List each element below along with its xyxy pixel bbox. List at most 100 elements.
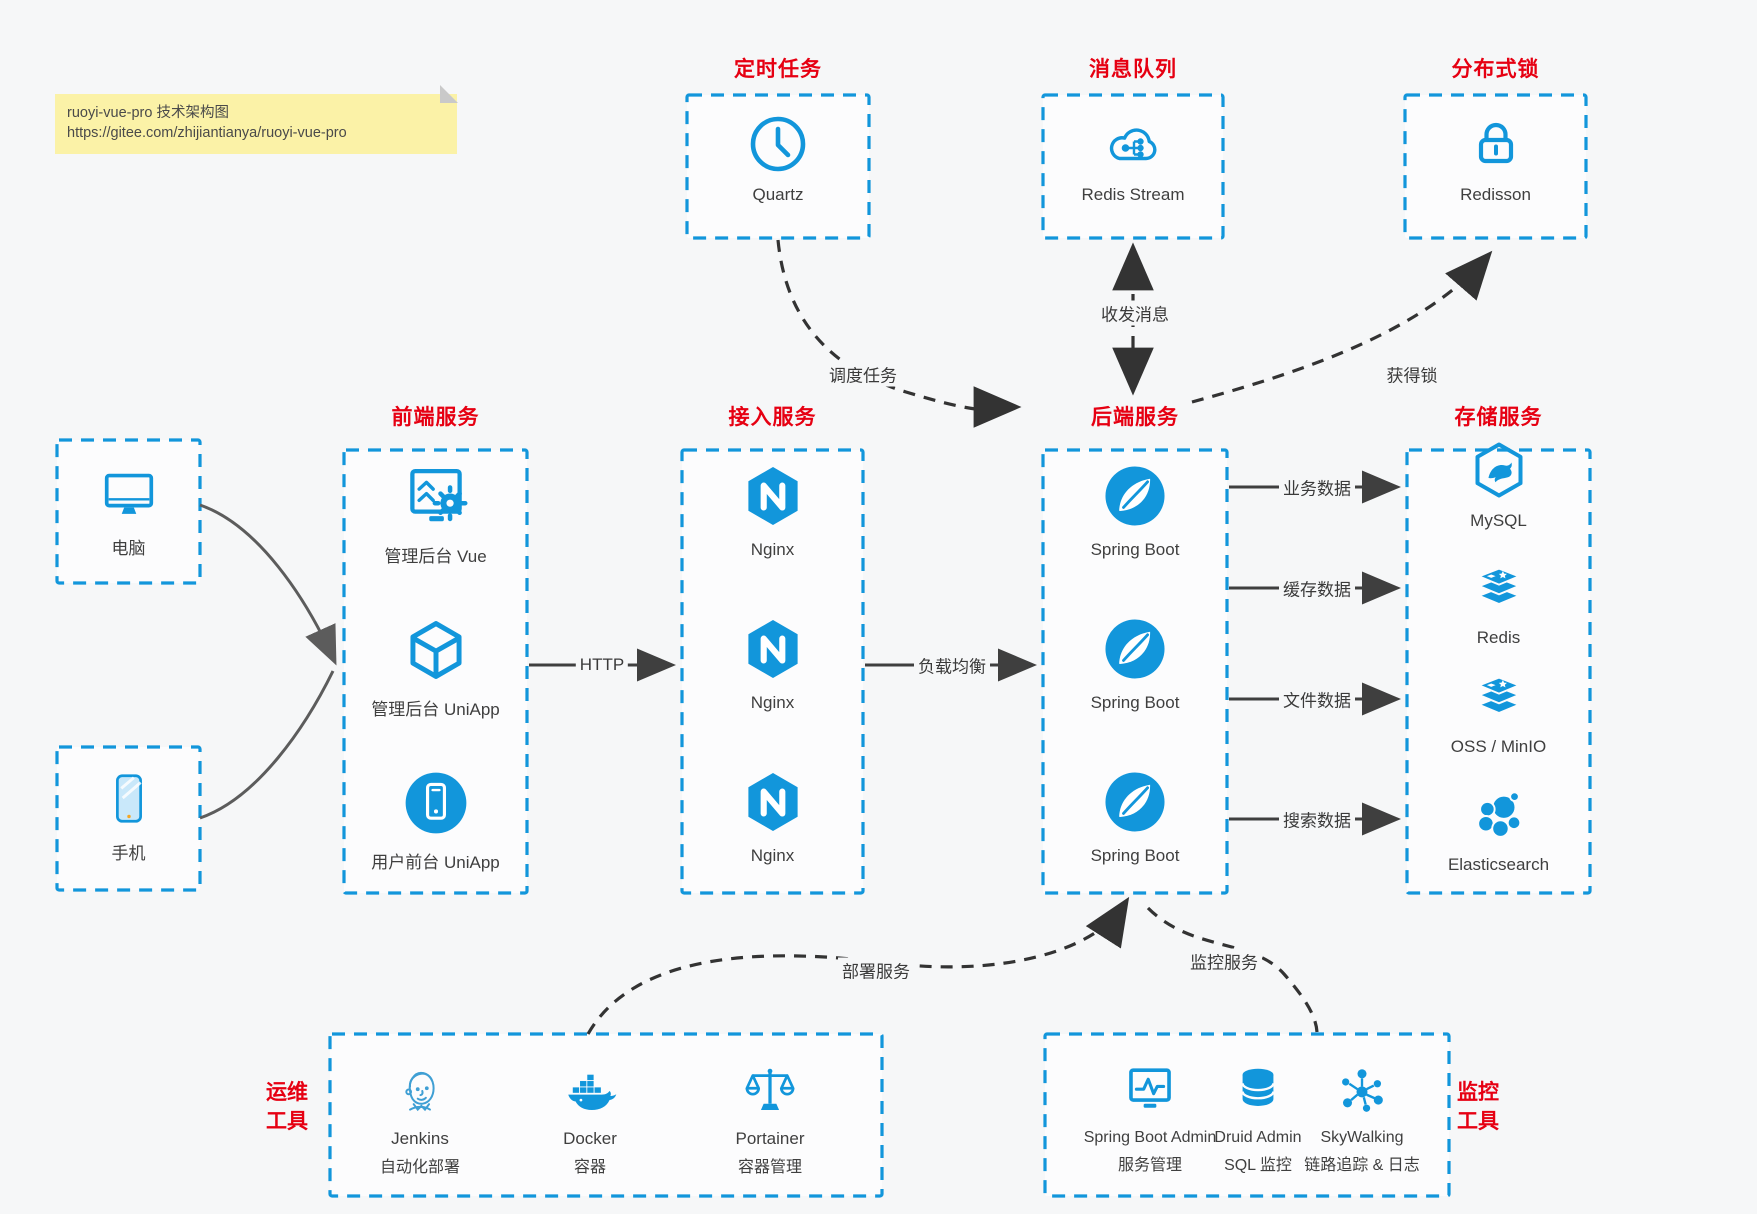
group-title-storage: 存储服务	[1454, 406, 1543, 429]
edge-label-http: HTTP	[575, 655, 629, 675]
jenkins-icon	[391, 1062, 449, 1120]
edge-label-lock: 获得锁	[1382, 361, 1442, 387]
nginx-icon	[738, 614, 808, 684]
node-label: 电脑	[111, 539, 146, 558]
node-admin-vue: 管理后台 Vue	[344, 461, 527, 567]
node-admin-uniapp: 管理后台 UniApp	[344, 614, 527, 720]
node-label: Nginx	[750, 540, 795, 559]
side-label-line: 工具	[266, 1110, 308, 1133]
node-redisson: Redisson	[1405, 112, 1586, 205]
nginx-icon	[738, 767, 808, 837]
skywalking-icon	[1333, 1062, 1391, 1120]
group-title-backend: 后端服务	[1091, 406, 1179, 429]
get-lock-curve	[1191, 250, 1493, 404]
note-fold-corner	[440, 85, 458, 103]
node-sublabel: 容器	[573, 1159, 606, 1176]
node-spring-boot-3: Spring Boot	[1043, 767, 1227, 866]
edge-label-monitor: 监控服务	[1186, 948, 1262, 974]
edge-label-deploy: 部署服务	[838, 957, 914, 983]
docker-icon	[561, 1062, 619, 1120]
node-label: Druid Admin	[1214, 1129, 1302, 1146]
redis-icon	[1468, 666, 1530, 728]
user-app-icon	[400, 767, 472, 839]
node-sublabel: SQL 监控	[1224, 1157, 1292, 1174]
edge-label-load-balance: 负载均衡	[914, 652, 990, 678]
node-label: Nginx	[750, 693, 795, 712]
node-spring-boot-1: Spring Boot	[1043, 461, 1227, 560]
sticky-note: ruoyi-vue-pro 技术架构图 https://gitee.com/zh…	[55, 85, 458, 154]
node-label: Elasticsearch	[1447, 855, 1550, 874]
redis-icon	[1468, 557, 1530, 619]
edge-label-message: 收发消息	[1097, 300, 1173, 326]
quartz-box	[685, 93, 871, 240]
node-pc-client: 电脑	[57, 463, 200, 559]
redis-stream-box	[1041, 93, 1225, 240]
group-title-scheduled-tasks: 定时任务	[734, 58, 822, 81]
node-sublabel: 自动化部署	[379, 1159, 460, 1176]
clock-icon	[746, 112, 810, 176]
node-portainer: Portainer 容器管理	[685, 1062, 855, 1177]
node-label: Quartz	[752, 185, 804, 204]
node-label: MySQL	[1470, 511, 1527, 530]
node-label: Docker	[563, 1129, 617, 1148]
desktop-icon	[98, 463, 160, 525]
ops-tools-side-label: 运维 工具	[250, 1078, 324, 1136]
spring-boot-admin-icon	[1121, 1062, 1179, 1120]
edge-label-file-data: 文件数据	[1279, 686, 1355, 712]
node-docker: Docker 容器	[505, 1062, 675, 1177]
spring-boot-icon	[1100, 614, 1170, 684]
node-label: Spring Boot	[1090, 693, 1180, 712]
node-label: OSS / MinIO	[1450, 737, 1547, 756]
edge-label-schedule: 调度任务	[825, 361, 901, 387]
node-label: Jenkins	[391, 1129, 449, 1148]
ops-tools-box	[328, 1032, 884, 1198]
spring-boot-icon	[1100, 767, 1170, 837]
mysql-icon	[1467, 438, 1531, 502]
side-label-line: 运维	[266, 1081, 308, 1104]
monitor-service-curve	[1146, 906, 1319, 1033]
lock-icon	[1464, 112, 1528, 176]
node-label: Portainer	[735, 1129, 805, 1148]
node-label: Redisson	[1460, 185, 1531, 204]
edge-label-cache-data: 缓存数据	[1279, 575, 1355, 601]
node-spring-boot-admin: Spring Boot Admin 服务管理	[1058, 1062, 1242, 1175]
edge-label-biz-data: 业务数据	[1279, 474, 1355, 500]
group-title-gateway: 接入服务	[728, 406, 817, 429]
node-sublabel: 链路追踪 & 日志	[1304, 1157, 1420, 1174]
node-user-uniapp: 用户前台 UniApp	[344, 767, 527, 873]
node-druid-admin: Druid Admin SQL 监控	[1172, 1062, 1344, 1175]
note-title: ruoyi-vue-pro 技术架构图	[67, 105, 229, 121]
node-label: Spring Boot Admin	[1083, 1129, 1217, 1146]
pc-to-frontend-curve	[199, 503, 337, 666]
node-elasticsearch: Elasticsearch	[1407, 784, 1590, 875]
node-redis-stream: Redis Stream	[1043, 112, 1223, 205]
monitor-tools-side-label: 监控 工具	[1442, 1078, 1514, 1136]
side-label-line: 监控	[1457, 1081, 1499, 1104]
node-label: 用户前台 UniApp	[371, 853, 500, 872]
node-label: Nginx	[750, 846, 795, 865]
node-redis: Redis	[1407, 557, 1590, 648]
group-title-frontend: 前端服务	[391, 406, 480, 429]
phone-to-frontend-curve	[199, 670, 335, 820]
node-sublabel: 服务管理	[1117, 1157, 1182, 1174]
monitor-tools-box	[1043, 1032, 1451, 1198]
cloud-mq-icon	[1101, 112, 1165, 176]
node-spring-boot-2: Spring Boot	[1043, 614, 1227, 713]
note-url[interactable]: https://gitee.com/zhijiantianya/ruoyi-vu…	[67, 125, 347, 141]
node-sublabel: 容器管理	[737, 1159, 802, 1176]
edge-label-search-data: 搜索数据	[1279, 806, 1355, 832]
node-label: 手机	[111, 844, 146, 863]
nginx-icon	[738, 461, 808, 531]
uniapp-cube-icon	[400, 614, 472, 686]
node-label: 管理后台 Vue	[384, 547, 487, 566]
node-mysql: MySQL	[1407, 438, 1590, 531]
spring-boot-icon	[1100, 461, 1170, 531]
druid-icon	[1229, 1062, 1287, 1120]
node-skywalking: SkyWalking 链路追踪 & 日志	[1272, 1062, 1452, 1175]
portainer-icon	[741, 1062, 799, 1120]
node-label: SkyWalking	[1320, 1129, 1404, 1146]
node-label: 管理后台 UniApp	[371, 700, 500, 719]
node-jenkins: Jenkins 自动化部署	[335, 1062, 505, 1177]
